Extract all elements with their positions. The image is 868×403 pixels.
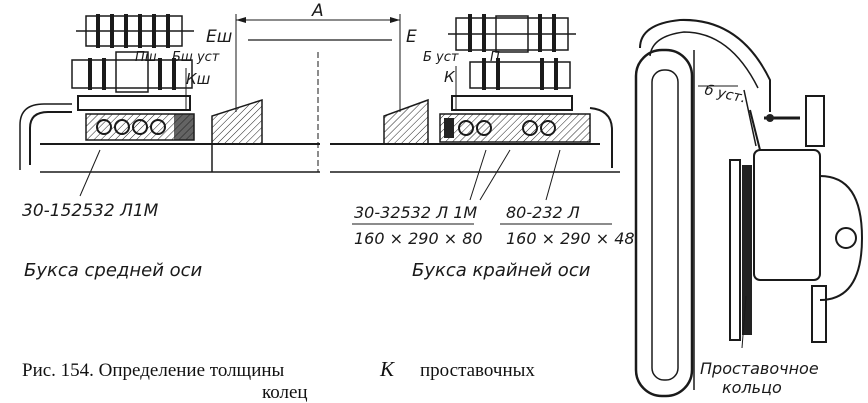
e-label: Е bbox=[406, 27, 417, 47]
bearing-outer1-label: 30-32532 Л 1М bbox=[354, 203, 477, 222]
caption-suffix: проставочных bbox=[420, 360, 535, 381]
caption-prefix: Рис. 154. Определение толщины bbox=[22, 360, 285, 381]
dimension-a-label: А bbox=[311, 1, 324, 21]
axlebox-middle-label: Букса средней оси bbox=[24, 260, 203, 281]
wheel-side-view bbox=[634, 18, 864, 398]
outer-axlebox-drawing bbox=[79, 14, 620, 201]
lower-spring-right bbox=[469, 58, 571, 90]
bearing-middle-label: 30-152532 Л1М bbox=[22, 201, 159, 221]
p-sh-label: Пш bbox=[135, 50, 157, 65]
lower-spring-left bbox=[71, 51, 193, 93]
bearing-outer2-label: 80-232 Л bbox=[506, 203, 580, 222]
figure-caption: Рис. 154. Определение толщины К проставо… bbox=[22, 357, 535, 403]
caption-line2: колец bbox=[262, 382, 308, 403]
top-spring-right bbox=[448, 14, 576, 53]
k-sh-label: Кш bbox=[186, 70, 211, 88]
ring-label-line2: кольцо bbox=[722, 378, 782, 397]
b-sh-ust-label: Бш уст bbox=[172, 50, 220, 65]
bearing-outer2-size: 160 × 290 × 48 bbox=[506, 229, 635, 248]
k-label: К bbox=[444, 68, 456, 86]
dimension-a bbox=[235, 14, 401, 172]
e-sh-label: Еш bbox=[206, 27, 232, 47]
b-ust-label: Б уст bbox=[423, 50, 459, 65]
middle-axlebox-drawing bbox=[19, 14, 320, 173]
p-label: П bbox=[490, 50, 500, 65]
top-spring-left bbox=[76, 14, 194, 48]
ring-label-line1: Проставочное bbox=[700, 359, 819, 378]
axlebox-outer-label: Букса крайней оси bbox=[412, 260, 591, 281]
caption-symbol: К bbox=[379, 357, 395, 381]
b-ust-right-label: б уст. bbox=[703, 82, 747, 106]
bearing-outer1-size: 160 × 290 × 80 bbox=[354, 229, 483, 248]
